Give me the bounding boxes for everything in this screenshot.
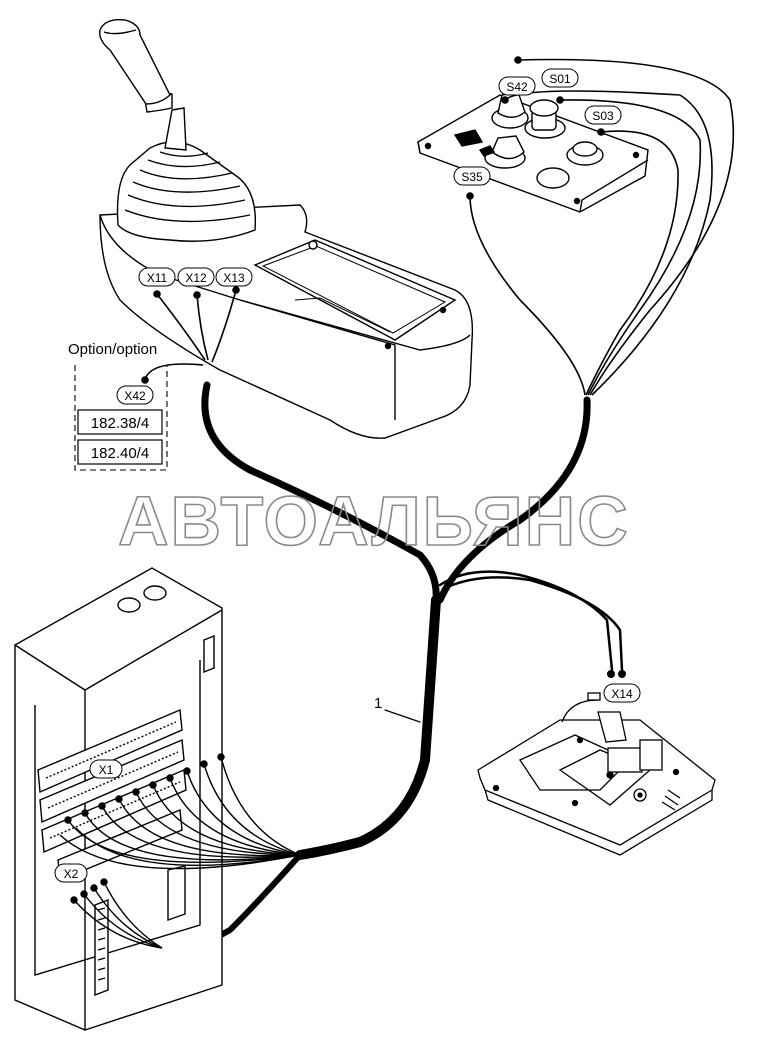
connector-s42: S42 bbox=[506, 80, 528, 94]
cabinet-wires bbox=[59, 753, 301, 949]
control-board bbox=[477, 692, 716, 856]
reference-box-1 bbox=[77, 409, 163, 435]
reference-1: 182.38/4 bbox=[91, 415, 149, 432]
reference-box-2 bbox=[77, 439, 163, 465]
label-box-x42 bbox=[116, 385, 154, 405]
connector-s03: S03 bbox=[592, 109, 614, 123]
label-box-x13 bbox=[215, 267, 253, 287]
connector-s01: S01 bbox=[549, 72, 571, 86]
label-box-x2 bbox=[54, 863, 88, 883]
watermark: АВТОАЛЬЯНС bbox=[118, 482, 630, 560]
connector-x12: X12 bbox=[185, 271, 207, 285]
label-box-s01 bbox=[541, 68, 579, 88]
connector-x1: X1 bbox=[99, 763, 114, 777]
panel-wires bbox=[466, 56, 735, 396]
label-box-x14 bbox=[603, 683, 641, 703]
connector-labels bbox=[54, 68, 641, 883]
label-box-s42 bbox=[498, 76, 536, 96]
label-box-s03 bbox=[584, 105, 622, 125]
option-label: Option/option bbox=[68, 341, 157, 358]
label-box-x12 bbox=[177, 267, 215, 287]
switch-panel bbox=[417, 91, 649, 213]
label-box-x1 bbox=[89, 759, 123, 779]
connector-s35: S35 bbox=[461, 170, 483, 184]
option-box bbox=[74, 365, 168, 471]
connector-x2: X2 bbox=[64, 867, 79, 881]
part-number: 1 bbox=[374, 695, 382, 712]
connector-x42: X42 bbox=[124, 389, 146, 403]
joystick-wires bbox=[141, 286, 240, 384]
connector-x14: X14 bbox=[611, 687, 633, 701]
joystick-unit bbox=[99, 19, 474, 439]
connector-x13: X13 bbox=[223, 271, 245, 285]
reference-2: 182.40/4 bbox=[91, 445, 149, 462]
label-box-x11 bbox=[138, 267, 176, 287]
label-box-s35 bbox=[453, 166, 491, 186]
connector-x11: X11 bbox=[147, 271, 168, 285]
